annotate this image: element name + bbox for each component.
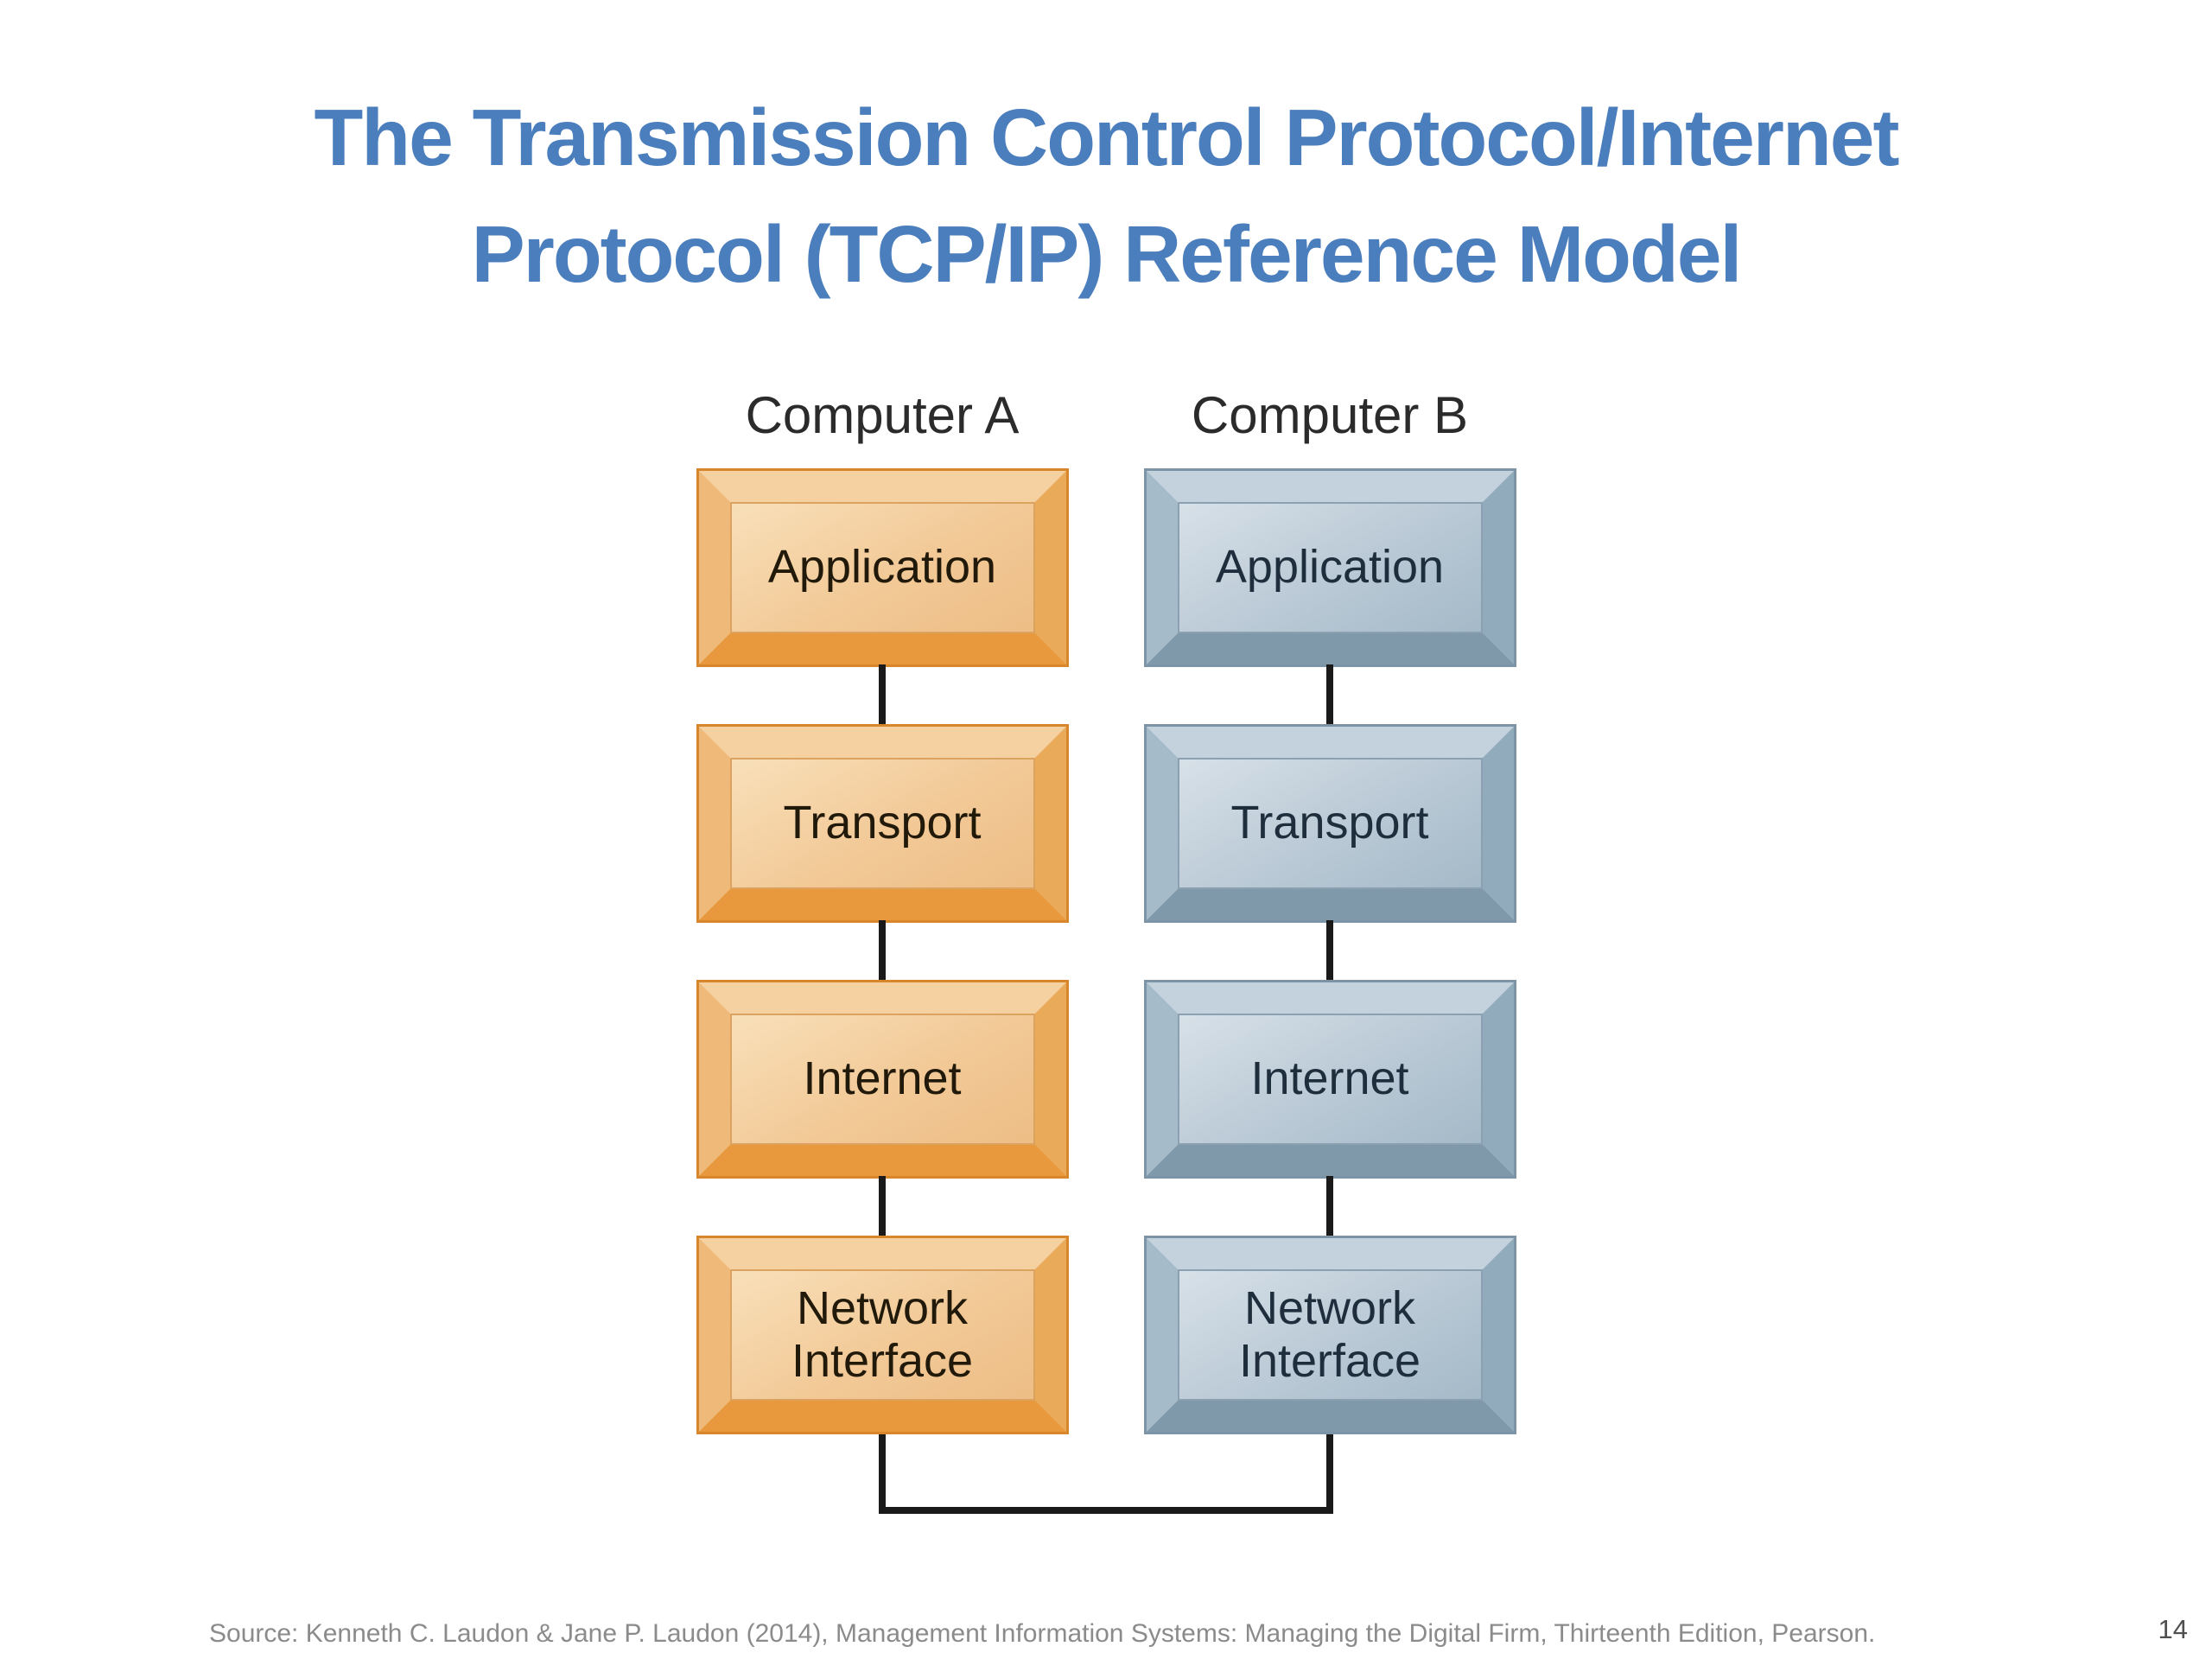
column-computer-b: Computer B Application Transport Interne… xyxy=(1143,385,1516,1434)
computer-a-label: Computer A xyxy=(745,385,1020,444)
title-line-2: Protocol (TCP/IP) Reference Model xyxy=(471,208,1743,299)
connector-transport-internet-a xyxy=(879,919,886,982)
layer-label-network-interface-a: Network Interface xyxy=(791,1282,974,1387)
layer-label-internet-b: Internet xyxy=(1250,1052,1409,1105)
computer-b-label: Computer B xyxy=(1191,385,1469,444)
page-number: 14 xyxy=(2158,1614,2188,1644)
layer-box-application-b: Application xyxy=(1143,467,1516,667)
layer-label-application-a: Application xyxy=(767,541,997,594)
layer-label-transport-a: Transport xyxy=(783,797,982,849)
tcpip-reference-model-diagram: Computer A Application Transport Interne… xyxy=(0,385,2212,1514)
column-computer-a: Computer A Application Transport Interne… xyxy=(696,385,1069,1434)
source-citation: Source: Kenneth C. Laudon & Jane P. Laud… xyxy=(209,1619,1876,1648)
connector-application-transport-a xyxy=(879,664,886,727)
layer-label-network-interface-b: Network Interface xyxy=(1238,1282,1421,1387)
connector-transport-internet-b xyxy=(1326,919,1333,982)
connector-internet-network-b xyxy=(1326,1175,1333,1238)
title-line-1: The Transmission Control Protocol/Intern… xyxy=(314,92,1899,182)
layer-box-internet-a: Internet xyxy=(696,979,1069,1179)
computer-columns: Computer A Application Transport Interne… xyxy=(0,385,2212,1434)
layer-box-network-interface-a: Network Interface xyxy=(696,1235,1069,1434)
layer-box-application-a: Application xyxy=(696,467,1069,667)
slide-title: The Transmission Control Protocol/Intern… xyxy=(0,0,2212,313)
layer-label-transport-b: Transport xyxy=(1230,797,1429,849)
layer-box-network-interface-b: Network Interface xyxy=(1143,1235,1516,1434)
connector-internet-network-a xyxy=(879,1175,886,1238)
layer-box-transport-a: Transport xyxy=(696,723,1069,923)
layer-box-transport-b: Transport xyxy=(1143,723,1516,923)
layer-label-internet-a: Internet xyxy=(803,1052,962,1105)
connector-application-transport-b xyxy=(1326,664,1333,727)
layer-box-internet-b: Internet xyxy=(1143,979,1516,1179)
layer-label-application-b: Application xyxy=(1215,541,1445,594)
bottom-link-connector-line xyxy=(879,1431,1333,1514)
